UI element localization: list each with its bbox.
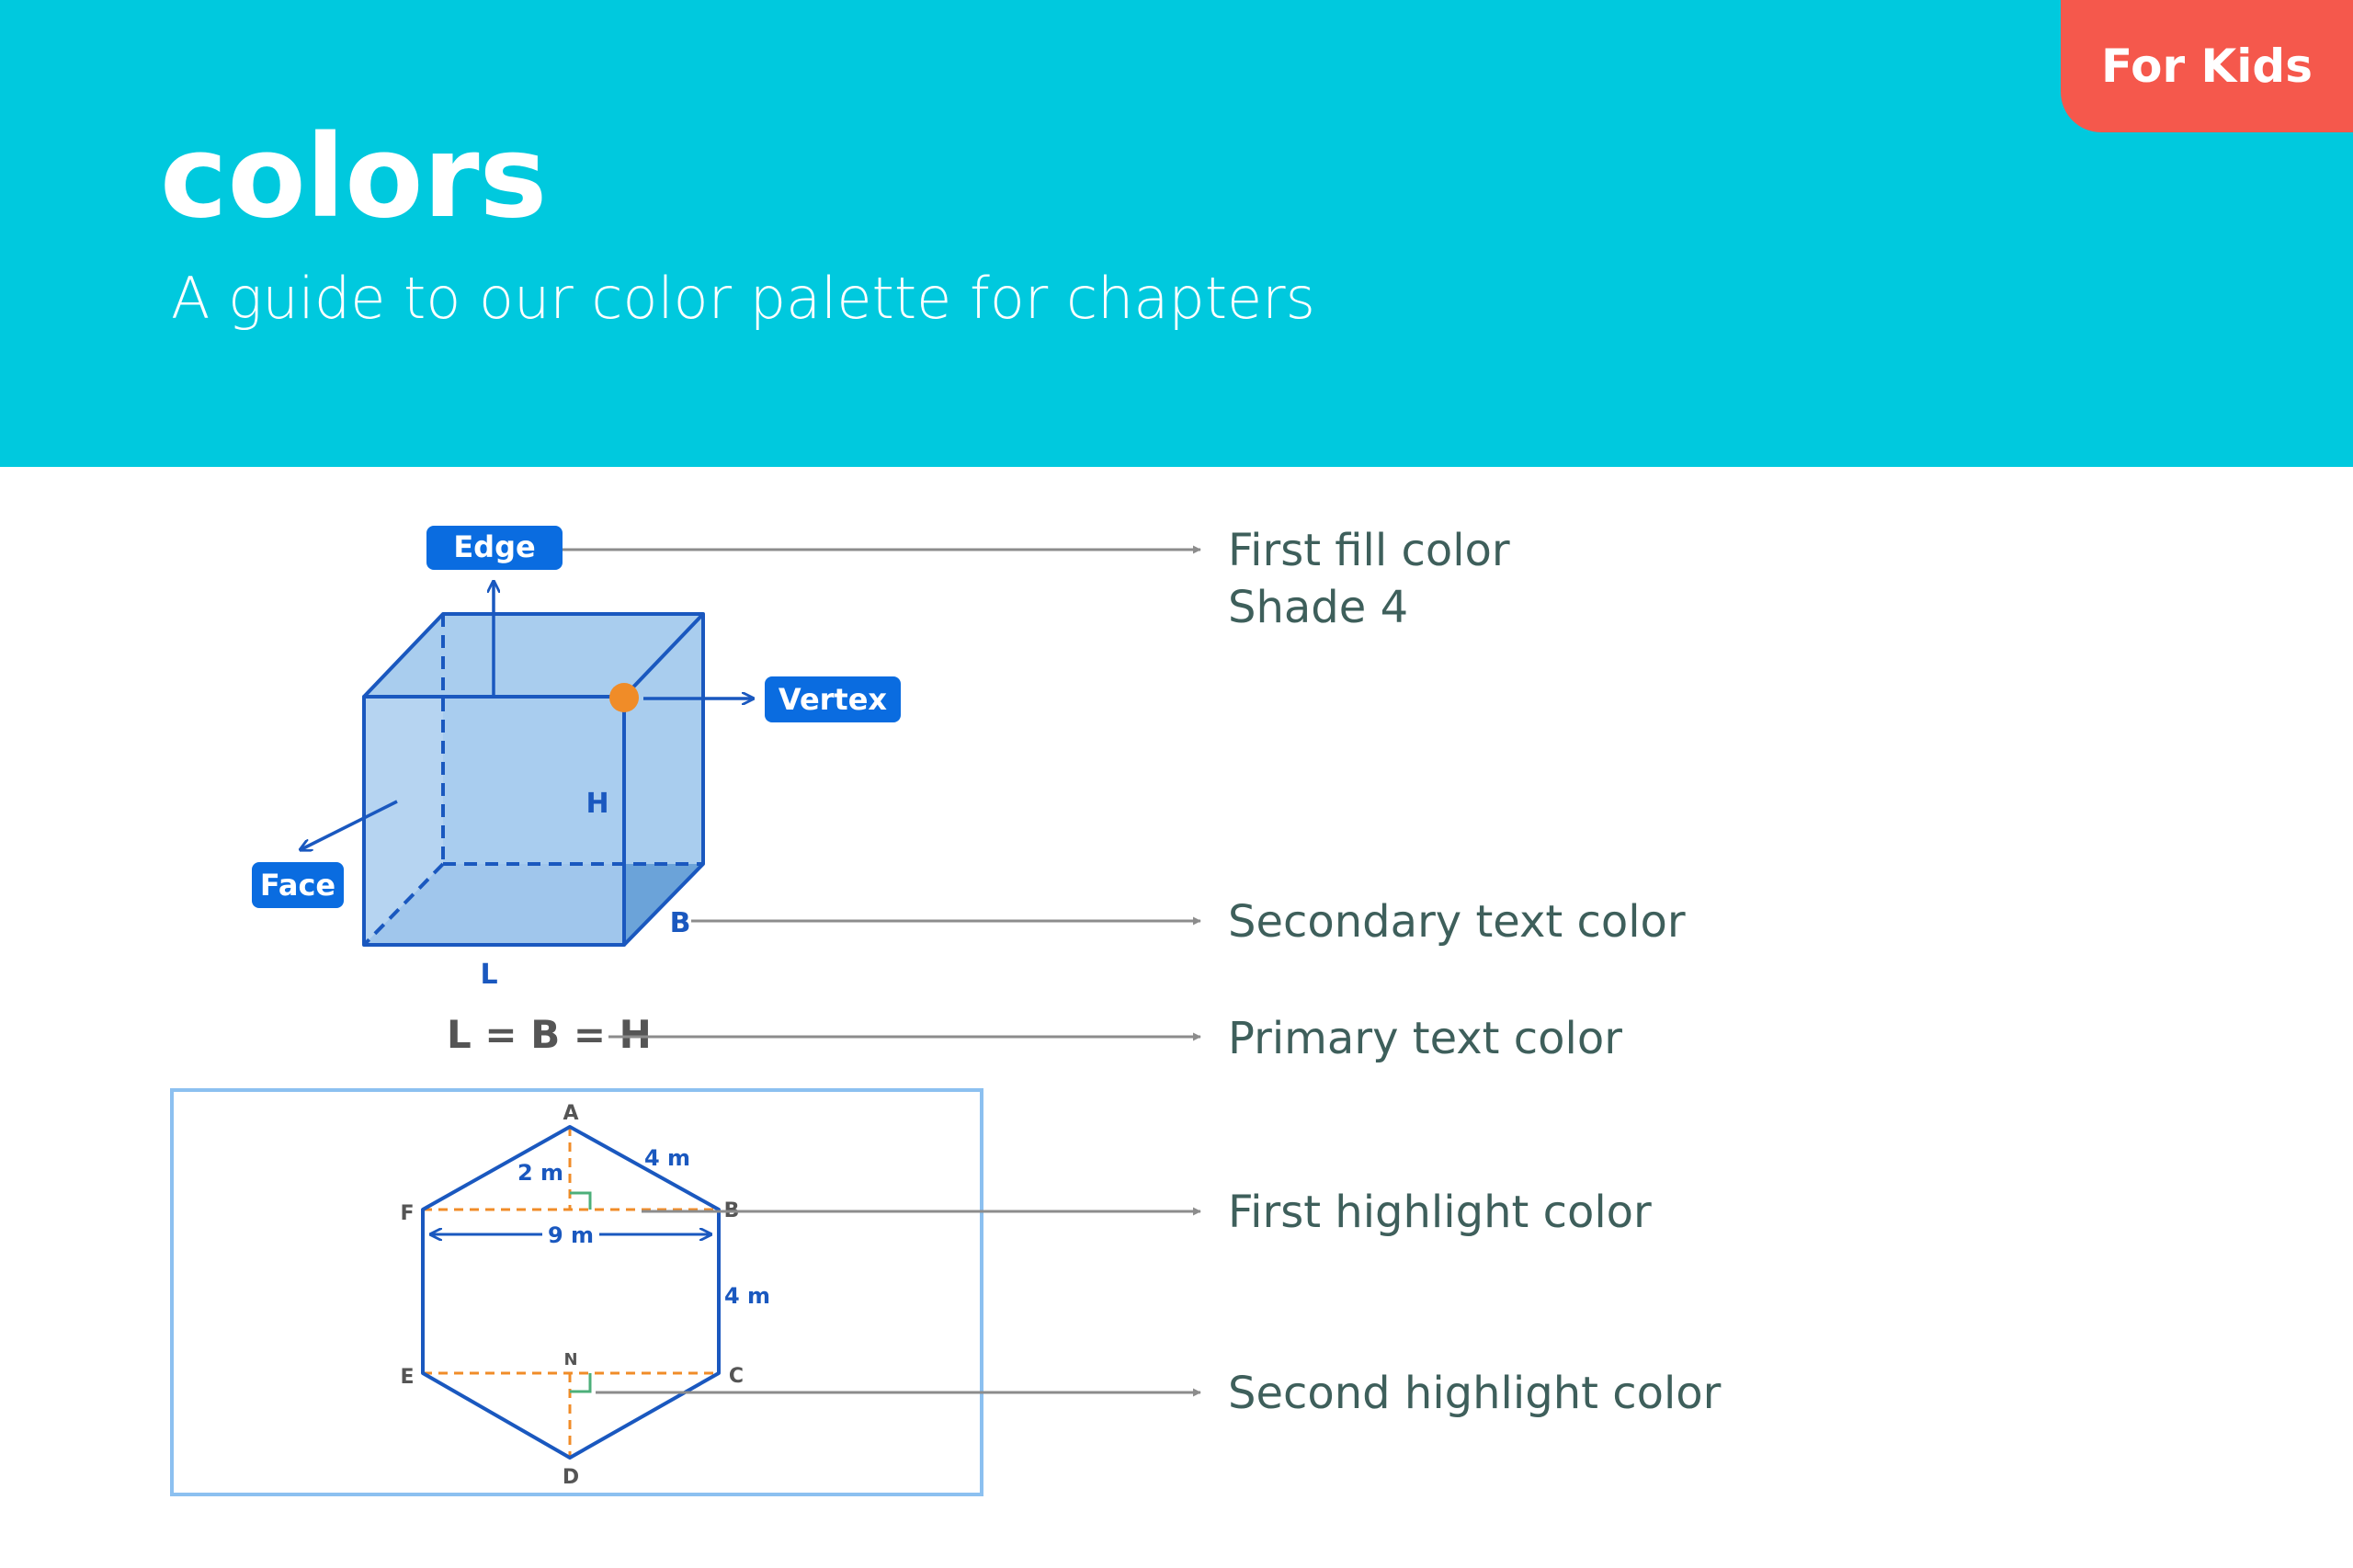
edge-tag [426,526,563,570]
legend-primary-text: Primary text color [1228,1013,1622,1064]
face-pointer-arrow [301,800,398,849]
vertex-tag-label: Vertex [779,682,888,717]
legend-secondary-text: Secondary text color [1228,896,1686,948]
cube-front-face [364,697,624,945]
vertex-tag [765,676,901,722]
face-tag-label: Face [260,868,335,903]
hexagon-outline [421,1125,721,1460]
legend-pointers [563,545,1201,1397]
right-side-measure: 4 m [724,1283,770,1309]
vertex-n-label: N [563,1350,577,1369]
legend-first-fill: First fill color [1228,525,1510,576]
page-subtitle: A guide to our color palette for chapter… [171,265,1315,332]
altitude-measure: 2 m [517,1160,563,1186]
legend-second-highlight: Second highlight color [1228,1368,1722,1419]
face-tag [252,862,344,908]
hexagon-diagram: A B C D E F N 4 m 2 m 9 m 4 m [170,1088,983,1496]
formula-label: L = B = H [447,1012,652,1057]
legend-first-highlight: First highlight color [1228,1187,1652,1238]
edge-tag-label: Edge [453,529,535,564]
legend-first-fill-shade: Shade 4 [1228,582,1409,633]
vertex-c-label: C [729,1365,744,1388]
width-measure: 9 m [548,1222,594,1248]
header-banner: colors A guide to our color palette for … [0,0,2353,467]
height-label: H [585,788,608,820]
cube-diagram: Edge Vertex Face H B L L = B = H [252,526,901,1057]
breadth-label: B [670,907,691,939]
vertex-d-label: D [563,1466,579,1489]
vertex-a-label: A [563,1102,578,1125]
page-title: colors [160,111,548,244]
cube-top-face [364,614,703,697]
hexagon-frame [170,1088,983,1496]
for-kids-badge: For Kids [2061,0,2353,132]
top-side-measure: 4 m [644,1145,690,1171]
vertex-f-label: F [400,1202,414,1225]
vertex-dot [609,683,639,712]
vertex-e-label: E [400,1366,414,1389]
length-label: L [480,959,497,991]
hexagon-dashed-lines [423,1127,719,1458]
cube-hidden-edges [362,614,703,947]
right-angle-marks [570,1191,592,1393]
